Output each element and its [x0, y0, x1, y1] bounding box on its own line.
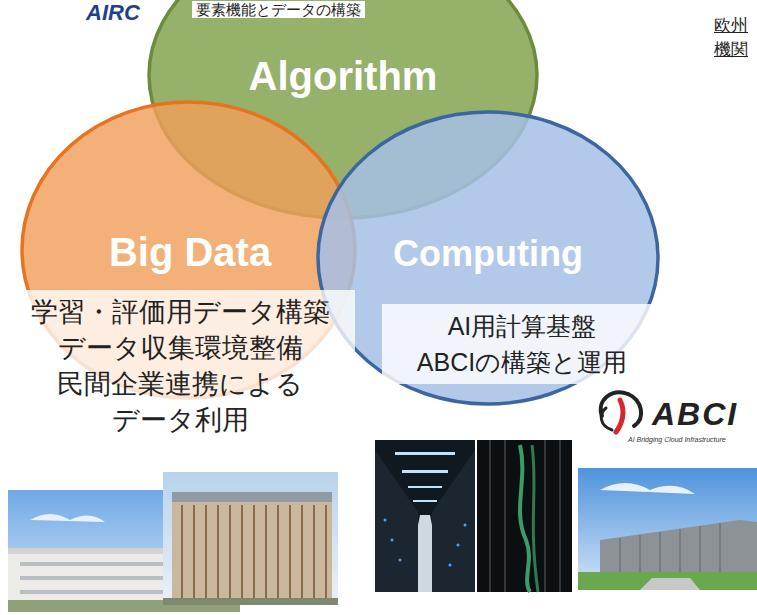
note-text: 欧州 — [714, 16, 748, 36]
circle-title: Algorithm — [249, 52, 438, 100]
note-text: 機関 — [714, 40, 748, 60]
logo-subtitle: AI Bridging Cloud Infrastructure — [628, 436, 726, 444]
logo-text: AIRC — [86, 0, 140, 25]
logo-text: ABCI — [652, 396, 738, 433]
venn-circle: Big Data学習・評価用データ構築 データ収集環境整備 民間企業連携による … — [20, 100, 357, 400]
building-photo — [163, 472, 338, 605]
circle-body: 学習・評価用データ構築 データ収集環境整備 民間企業連携による データ利用 — [5, 290, 355, 442]
building-photo — [578, 468, 757, 590]
abci-logo-mark — [601, 392, 641, 432]
building-photo — [8, 490, 240, 612]
server-room-photo — [375, 440, 475, 592]
circle-title: Big Data — [109, 228, 271, 276]
venn-circle: ComputingAI用計算基盤 ABCIの構築と運用 — [316, 110, 660, 406]
heading-fragment: 要素機能とデータの構築 — [192, 1, 365, 18]
circle-body: AI用計算基盤 ABCIの構築と運用 — [382, 304, 662, 384]
server-rack-photo — [477, 440, 572, 592]
circle-title: Computing — [393, 232, 583, 275]
